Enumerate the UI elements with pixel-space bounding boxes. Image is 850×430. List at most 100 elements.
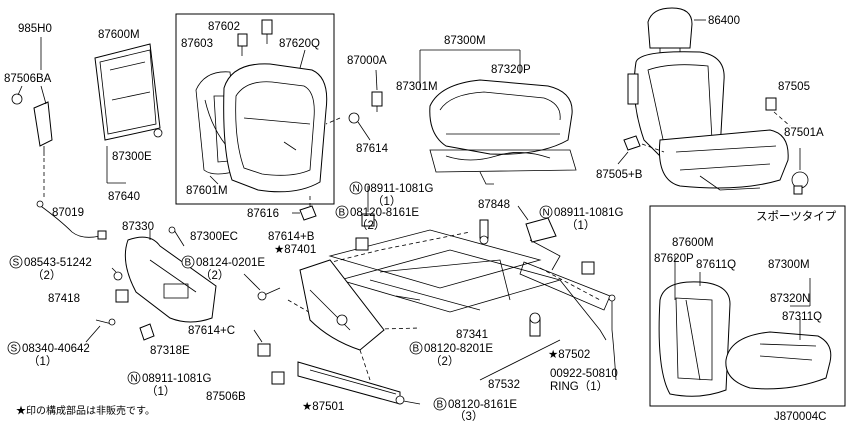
dashed-guide — [359, 349, 371, 381]
label-08543-51242: 08543-51242 — [24, 257, 92, 269]
bolt-08120-8161E-b-part — [395, 395, 421, 405]
nut-87614-part — [348, 112, 360, 124]
label-87614B: 87614+B — [268, 231, 315, 243]
dashed-guide — [299, 231, 471, 271]
label-87614: 87614 — [356, 143, 389, 155]
label-87505B: 87505+B — [596, 169, 643, 181]
seatback-detail-box — [175, 13, 335, 205]
bolt-08124-part — [257, 287, 281, 301]
svg-text:N: N — [353, 184, 360, 195]
sports-type-box — [649, 205, 846, 407]
label-sp-87611Q: 87611Q — [696, 259, 736, 271]
leader — [17, 85, 23, 96]
label-ring: RING（1） — [550, 380, 608, 393]
clip-87505B-part — [623, 135, 641, 151]
wire-87532-part — [479, 339, 561, 381]
label-08911-1081G-c: 08911-1081G — [142, 373, 212, 385]
label-87418: 87418 — [48, 293, 80, 305]
leader — [40, 85, 47, 105]
label-08911-1081G-a-qty: （1） — [372, 195, 401, 208]
label-87505: 87505 — [778, 81, 810, 93]
recliner-87401-part — [299, 259, 385, 351]
label-87532: 87532 — [488, 379, 520, 391]
label-08120-8161E-a-qty: （2） — [356, 219, 385, 232]
label-87506B: 87506B — [206, 391, 246, 403]
marker-B-d: B — [433, 397, 447, 411]
slide-rail-87501-part — [297, 361, 401, 405]
label-08911-1081G-a: 08911-1081G — [364, 183, 434, 195]
label-sp-87600M: 87600M — [672, 237, 714, 249]
leader — [209, 175, 219, 185]
label-87318E: 87318E — [150, 345, 190, 357]
marker-N-c: N — [127, 371, 141, 385]
cable-tie-87300EC-part — [168, 226, 185, 247]
label-08543-51242-qty: （2） — [32, 269, 61, 282]
label-08340-40642-qty: （1） — [28, 355, 57, 368]
label-87620Q: 87620Q — [279, 38, 320, 50]
label-985H0: 985H0 — [18, 23, 52, 35]
label-87640: 87640 — [108, 191, 140, 203]
label-86400: 86400 — [708, 15, 740, 27]
label-87300EC: 87300EC — [190, 231, 238, 243]
nut-87614C-part — [257, 343, 271, 357]
marker-N-a: N — [349, 181, 363, 195]
svg-text:S: S — [13, 258, 20, 269]
leader — [243, 273, 261, 291]
label-87602: 87602 — [208, 21, 240, 33]
leader — [357, 121, 371, 141]
label-87502: ★87502 — [548, 349, 590, 361]
label-87601M: 87601M — [186, 185, 228, 197]
label-sports-type: スポーツタイプ — [756, 210, 837, 223]
label-87401: ★87401 — [274, 244, 316, 256]
label-08124-0201E-qty: （2） — [200, 269, 229, 282]
bolt-08120-8201E-part — [529, 312, 541, 337]
footnote: ★印の構成部品は非販売です。 — [16, 404, 155, 417]
nut-08911-c-part — [271, 371, 285, 385]
seat-belt-buckle-part — [11, 93, 53, 156]
label-87300M: 87300M — [444, 35, 486, 47]
svg-text:B: B — [437, 400, 444, 411]
knob-87501A-part — [791, 171, 809, 195]
recliner-side-cover-part — [124, 236, 217, 323]
leader — [517, 205, 529, 221]
label-08120-8201E-qty: （2） — [430, 355, 459, 368]
sports-seatback-part — [658, 281, 731, 397]
label-sp-87320N: 87320N — [770, 293, 810, 305]
label-08120-8201E: 08120-8201E — [424, 343, 493, 355]
label-87019: 87019 — [52, 207, 84, 219]
label-87320P: 87320P — [491, 64, 531, 76]
dashed-guide — [641, 143, 665, 153]
label-08911-1081G-b-qty: （1） — [566, 219, 595, 232]
bolt-08120-8161E-a-part — [479, 219, 489, 245]
ring-00922-part — [608, 294, 617, 381]
headrest-86400-part — [647, 7, 693, 58]
label-08911-1081G-b: 08911-1081G — [554, 207, 624, 219]
leader — [617, 151, 629, 165]
svg-text:N: N — [543, 208, 550, 219]
leader — [375, 69, 378, 91]
label-sp-87620P: 87620P — [654, 253, 694, 265]
leader — [253, 329, 263, 343]
svg-text:B: B — [339, 208, 346, 219]
lever-87505-part — [765, 97, 777, 111]
screw-08543-part — [111, 267, 123, 281]
label-87614C: 87614+C — [188, 325, 235, 337]
marker-B-c: B — [409, 341, 423, 355]
label-00922-50810: 00922-50810 — [550, 368, 618, 380]
leader — [85, 325, 101, 343]
svg-text:N: N — [131, 374, 138, 385]
seat-cushion-frame-part — [429, 149, 577, 185]
svg-text:S: S — [11, 344, 18, 355]
bracket-87848-part — [525, 217, 557, 243]
label-08120-8161E-a: 08120-8161E — [350, 207, 419, 219]
headrest-guide-87602 — [237, 19, 273, 56]
nut-08911-b-part — [581, 261, 595, 275]
complete-seat-part — [627, 51, 789, 191]
label-87341: 87341 — [456, 329, 488, 341]
marker-B-b: B — [181, 255, 195, 269]
marker-B-a: B — [335, 205, 349, 219]
nut-08911-a-part — [361, 213, 375, 227]
label-sp-87300M: 87300M — [768, 259, 810, 271]
dashed-guide — [325, 117, 341, 125]
